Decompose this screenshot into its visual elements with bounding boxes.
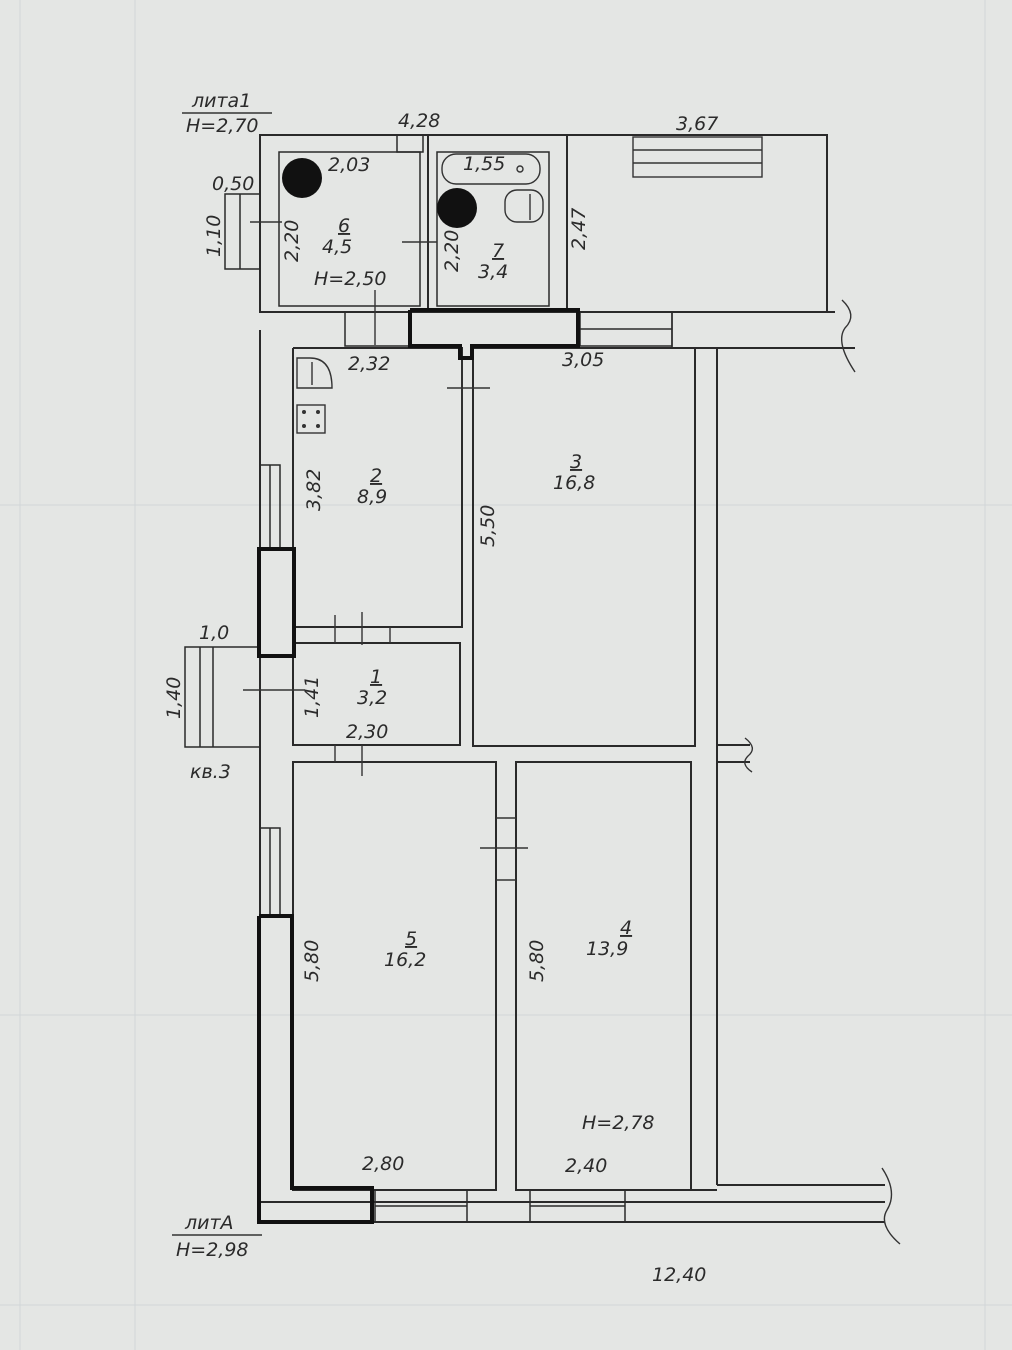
room-area: 3,4	[478, 261, 508, 283]
dim-label: 1,0	[199, 622, 229, 644]
room-number: 5	[405, 928, 417, 950]
dim-label: 1,10	[203, 215, 225, 257]
boiler-icon	[437, 188, 477, 228]
room-area: 13,9	[586, 938, 628, 960]
house-label: литА	[184, 1212, 234, 1234]
house-height: H=2,98	[176, 1239, 249, 1261]
room-1: 1 3,2	[357, 666, 387, 709]
dim-label: 2,47	[568, 208, 590, 250]
room-number: 6	[338, 215, 350, 237]
dim-label: 3,67	[676, 113, 718, 135]
annex-walls	[224, 134, 828, 313]
room-4: 4 13,9 H=2,78	[582, 917, 655, 1134]
room-number: 1	[370, 666, 382, 688]
dim-label: 3,82	[303, 469, 325, 511]
dim-label: 12,40	[652, 1264, 706, 1286]
room-7: 7 3,4	[478, 240, 508, 283]
sink-icon	[296, 357, 333, 389]
room-number: 2	[370, 465, 382, 487]
room-5: 5 16,2	[384, 928, 426, 971]
annex-label: лита1	[191, 90, 251, 112]
room-area: 16,2	[384, 949, 426, 971]
dim-label: 2,32	[348, 353, 390, 375]
room-area: 4,5	[322, 236, 352, 258]
dim-label: 5,80	[526, 940, 548, 982]
dim-label: 2,20	[441, 230, 463, 272]
room-height: H=2,50	[314, 268, 387, 290]
dim-label: 3,05	[562, 349, 604, 371]
room-2: 2 8,9	[357, 465, 387, 508]
room-area: 3,2	[357, 687, 387, 709]
bathtub-icon	[441, 153, 544, 223]
apartment-label: кв.3	[190, 761, 231, 783]
dim-label: 4,28	[398, 110, 440, 132]
room-6: 6 4,5 H=2,50	[314, 215, 387, 290]
dimension-labels: 4,28 3,67 2,03 1,55 0,50 2,32 3,05 1,0 2…	[163, 110, 718, 1286]
break-marks	[744, 299, 901, 1245]
stove-icon	[282, 158, 322, 198]
dim-label: 2,40	[565, 1155, 607, 1177]
dim-label: 2,20	[281, 220, 303, 262]
dim-label: 1,41	[301, 676, 323, 718]
room-number: 7	[492, 240, 504, 262]
dim-label: 2,03	[328, 154, 370, 176]
room-number: 3	[570, 451, 582, 473]
bold-walls	[257, 308, 580, 1224]
room-height: H=2,78	[582, 1112, 655, 1134]
room-3: 3 16,8	[553, 451, 595, 494]
dim-label: 5,50	[477, 505, 499, 547]
dim-label: 5,80	[301, 940, 323, 982]
dim-label: 0,50	[212, 173, 254, 195]
room-area: 16,8	[553, 472, 595, 494]
dim-label: 1,40	[163, 677, 185, 719]
dim-label: 1,55	[463, 153, 505, 175]
room-area: 8,9	[357, 486, 387, 508]
room-number: 4	[620, 917, 632, 939]
cooker-icon	[296, 404, 326, 434]
dim-label: 2,30	[346, 721, 388, 743]
annex-height: H=2,70	[186, 115, 259, 137]
dim-label: 2,80	[362, 1153, 404, 1175]
